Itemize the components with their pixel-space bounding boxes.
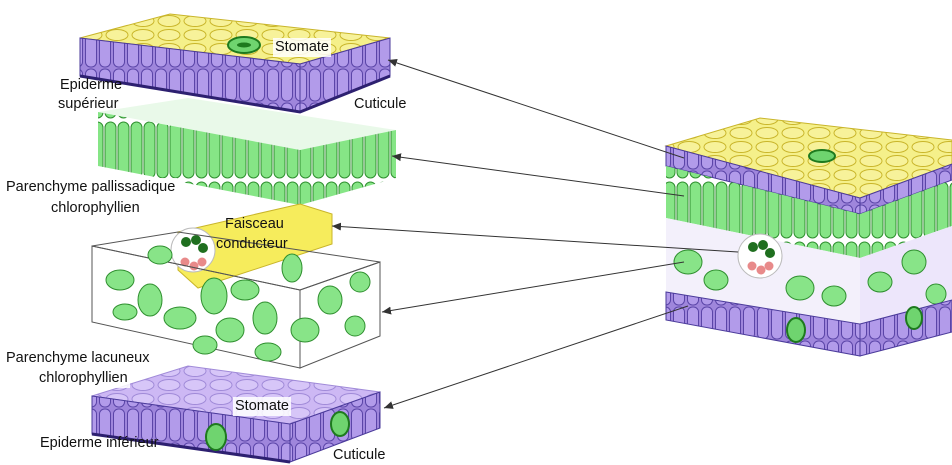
arrow-palisade [392,156,684,196]
label-parenchyme-pallissadique-2: chlorophyllien [49,199,142,218]
label-stomate-bottom: Stomate [233,397,291,416]
label-parenchyme-lacuneux-1: Parenchyme lacuneux [4,349,151,368]
label-stomate-top: Stomate [273,38,331,57]
arrow-spongy [382,262,684,312]
arrow-upper-epidermis [388,60,684,158]
label-epiderme-superieur-2: supérieur [58,95,118,114]
label-parenchyme-lacuneux-2: chlorophyllien [37,369,130,388]
upper-epidermis-layer [80,14,390,112]
label-epiderme-superieur-1: Epiderme [60,76,122,95]
arrow-lower-epidermis [384,306,688,408]
label-parenchyme-pallissadique-1: Parenchyme pallissadique [4,178,177,197]
leaf-cross-section [666,118,952,356]
label-faisceau-2: conducteur [216,235,288,254]
stomate-right-icon [809,150,835,162]
label-cuticule-top: Cuticule [354,95,406,114]
label-epiderme-inferieur: Epiderme inférieur [40,434,158,453]
label-faisceau-1: Faisceau [225,215,284,234]
label-cuticule-bottom: Cuticule [333,446,385,465]
